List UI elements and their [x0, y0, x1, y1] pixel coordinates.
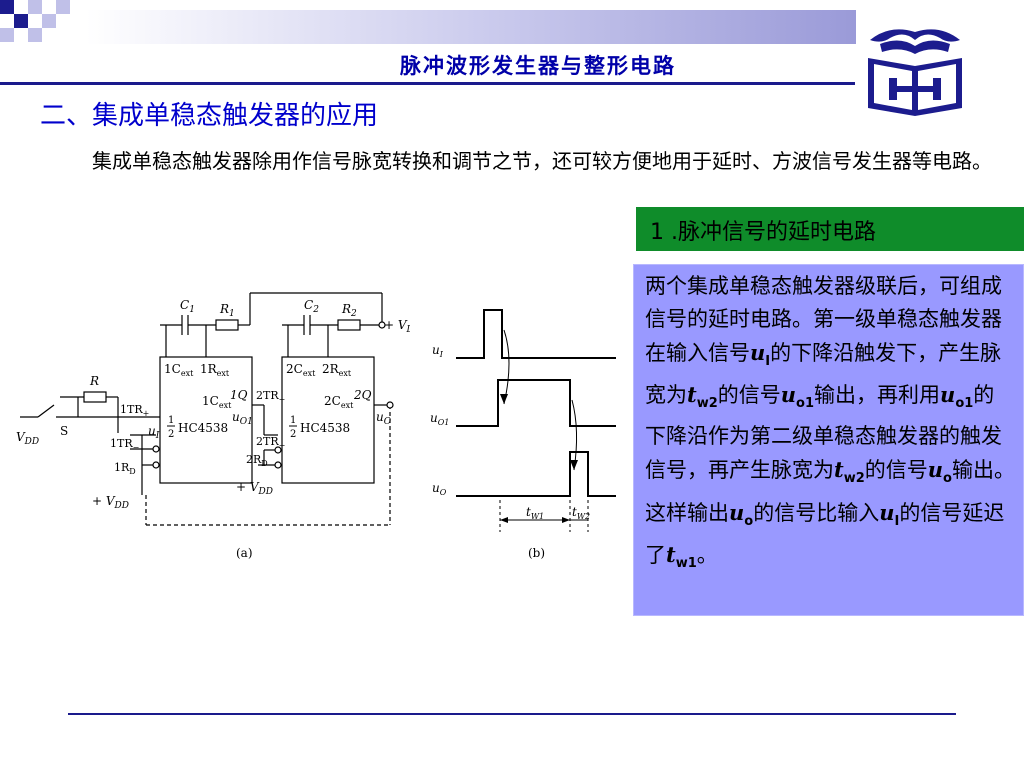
svg-text:R: R [89, 374, 99, 388]
dragon-book-logo-icon [868, 29, 962, 116]
description-text: 两个集成单稳态触发器级联后，可组成信号的延时电路。第一级单稳态触发器在输入信号u… [645, 274, 1015, 571]
svg-text:1: 1 [168, 415, 174, 426]
svg-text:tW2: tW2 [572, 505, 590, 521]
header-title: 脉冲波形发生器与整形电路 [400, 53, 676, 78]
svg-text:C1: C1 [180, 298, 195, 315]
svg-text:1Q: 1Q [230, 388, 248, 402]
subsection-label: 1 .脉冲信号的延时电路 [650, 220, 876, 245]
subsection-banner [636, 207, 1024, 251]
svg-text:uI: uI [432, 343, 444, 359]
svg-text:HC4538: HC4538 [300, 421, 350, 435]
svg-text:+ VDD: + VDD [384, 318, 410, 335]
svg-text:1Cext: 1Cext [164, 362, 194, 378]
header-gradient-bar [86, 10, 856, 44]
svg-text:C2: C2 [304, 298, 319, 315]
delay-circuit-diagram: C1 R1 C2 R2 R VDD + VDD + VDD + VDD uI u… [16, 292, 410, 560]
svg-text:(b): (b) [528, 546, 545, 560]
checker-corner-icon [0, 0, 70, 42]
description-panel [633, 264, 1024, 616]
svg-text:2Q: 2Q [353, 388, 372, 402]
svg-text:2: 2 [168, 429, 174, 440]
svg-text:R1: R1 [219, 302, 235, 319]
svg-text:1TR−: 1TR− [110, 437, 139, 452]
svg-text:+ VDD: + VDD [236, 480, 273, 497]
timing-waveform-diagram: uI uO1 uO tW1 tW2 (b) [430, 309, 616, 560]
footer-rule [68, 713, 956, 715]
svg-text:uO: uO [432, 481, 447, 497]
svg-text:2TR+: 2TR+ [256, 389, 285, 404]
header-rule [0, 82, 855, 85]
svg-text:uI: uI [148, 424, 160, 441]
svg-text:+ VDD: + VDD [92, 494, 129, 511]
svg-text:1TR+: 1TR+ [120, 403, 149, 418]
svg-text:uO1: uO1 [232, 410, 253, 427]
svg-text:1RD: 1RD [114, 461, 136, 476]
svg-text:2Cext: 2Cext [286, 362, 316, 378]
intro-paragraph: 集成单稳态触发器除用作信号脉宽转换和调节之节，还可较方便地用于延时、方波信号发生… [92, 149, 992, 173]
section-heading: 二、集成单稳态触发器的应用 [40, 101, 379, 131]
svg-text:tW1: tW1 [526, 505, 544, 521]
svg-text:2TR−: 2TR− [256, 435, 285, 450]
svg-text:VDD: VDD [16, 430, 39, 447]
svg-text:S: S [60, 424, 68, 438]
svg-text:1Rext: 1Rext [200, 362, 230, 378]
svg-text:(a): (a) [236, 546, 253, 560]
svg-text:1: 1 [290, 415, 296, 426]
svg-text:1Cext: 1Cext [202, 394, 232, 410]
svg-text:uO1: uO1 [430, 411, 449, 427]
svg-text:2Rext: 2Rext [322, 362, 352, 378]
svg-text:2Cext: 2Cext [324, 394, 354, 410]
svg-text:uO: uO [376, 410, 392, 427]
svg-text:R2: R2 [341, 302, 357, 319]
svg-text:2RD: 2RD [246, 453, 268, 468]
svg-text:HC4538: HC4538 [178, 421, 228, 435]
svg-text:2: 2 [290, 429, 296, 440]
